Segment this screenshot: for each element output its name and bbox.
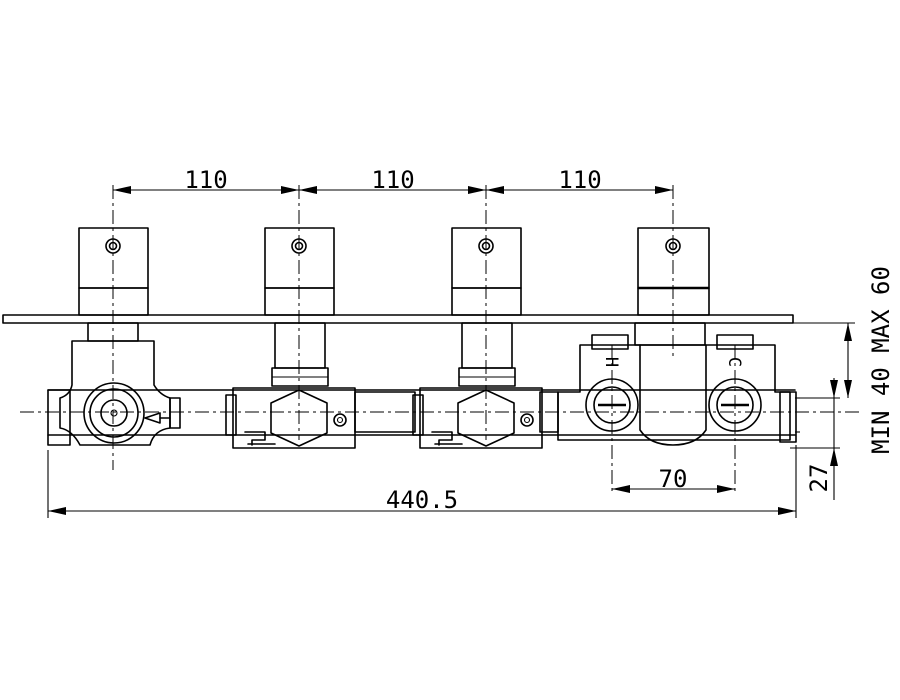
overall-length-label: 440.5 (386, 486, 458, 514)
handle-3 (451, 227, 522, 316)
wall-depth-label: MIN 40 MAX 60 (867, 266, 895, 454)
spacing-label-2: 110 (371, 166, 414, 194)
cover-plate (2, 314, 794, 324)
cold-marking: C (724, 357, 744, 367)
valve-body-2 (225, 322, 356, 449)
depth-from-wall-label: 27 (805, 464, 833, 493)
inlet-spacing-label: 70 (659, 465, 688, 493)
thermostatic-body: H C (557, 322, 791, 446)
spacing-label-1: 110 (184, 166, 227, 194)
valve-body-3 (412, 322, 543, 449)
inlet-spacing-dimension-line (612, 485, 735, 493)
overall-length-dimension-line (47, 445, 797, 518)
handle-4-thermostatic (637, 227, 710, 316)
spacing-label-3: 110 (558, 166, 601, 194)
left-diverter-body (59, 322, 171, 446)
handle-2 (264, 227, 335, 316)
depth-dimension-lines (790, 322, 855, 500)
handle-1 (78, 227, 149, 316)
center-lines (20, 185, 860, 495)
spacing-dimension-lines (113, 186, 673, 194)
hot-marking: H (601, 357, 621, 367)
